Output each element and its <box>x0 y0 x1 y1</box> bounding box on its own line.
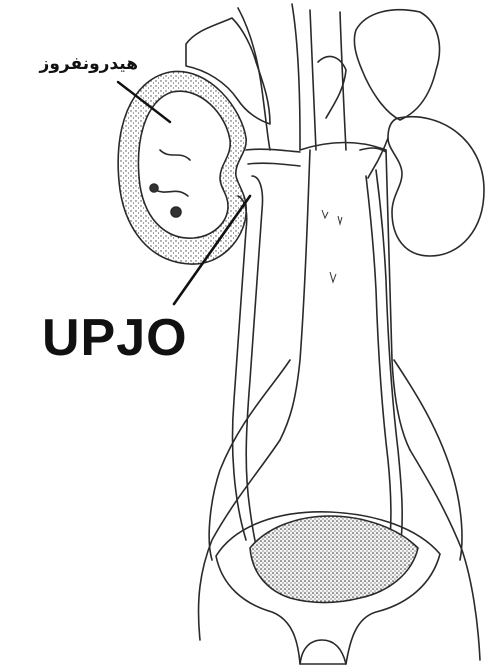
right-adrenal-gland <box>318 10 439 120</box>
hydronephrotic-kidney <box>118 71 246 264</box>
stones <box>322 210 342 282</box>
iliac-vessels <box>199 360 481 660</box>
right-kidney <box>368 117 484 256</box>
bladder <box>216 512 440 664</box>
upjo-label: UPJO <box>42 308 188 368</box>
vena-cava <box>310 10 346 150</box>
hydronephrosis-label: هیدرونفروز <box>8 54 138 74</box>
aorta <box>238 4 410 450</box>
